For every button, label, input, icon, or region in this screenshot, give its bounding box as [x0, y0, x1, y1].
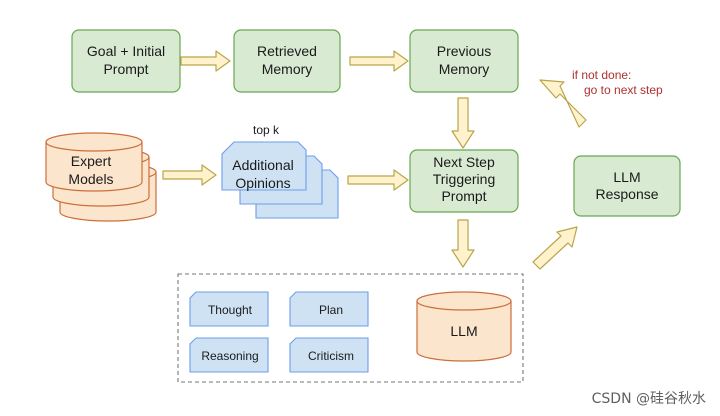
nextstep-label-1: Next Step — [433, 154, 495, 170]
node-previous-memory: Previous Memory — [409, 29, 519, 93]
nextstep-label-2: Triggering — [433, 171, 496, 187]
card-thought-label: Thought — [208, 303, 253, 317]
node-expert-models — [45, 132, 157, 222]
card-criticism-label: Criticism — [308, 349, 354, 363]
goal-label-2: Prompt — [103, 61, 148, 77]
loop-label-2: go to next step — [584, 83, 663, 97]
card-thought — [189, 291, 269, 327]
loop-label-1: if not done: — [572, 68, 631, 82]
previous-label-1: Previous — [437, 43, 491, 59]
arrows — [162, 50, 587, 270]
retrieved-label-2: Memory — [262, 61, 313, 77]
nextstep-label-3: Prompt — [441, 188, 486, 204]
opinion-doc-front — [221, 141, 307, 191]
expert-label-2: Models — [68, 171, 113, 187]
arrow-previous-to-nextstep — [451, 97, 475, 149]
response-label-2: Response — [595, 186, 658, 202]
module-cards — [189, 291, 369, 373]
opinions-label-1: Additional — [232, 157, 294, 173]
node-additional-opinions — [221, 141, 339, 219]
card-reasoning-label: Reasoning — [201, 349, 258, 363]
card-plan — [289, 291, 369, 327]
arrow-opinions-to-nextstep — [347, 169, 409, 191]
node-goal-prompt: Goal + Initial Prompt — [71, 29, 181, 93]
card-plan-label: Plan — [319, 303, 343, 317]
opinions-label-2: Opinions — [235, 175, 290, 191]
llm-module-container — [177, 273, 524, 383]
card-reasoning — [189, 337, 269, 373]
topk-label: top k — [253, 123, 280, 137]
previous-label-2: Memory — [439, 61, 490, 77]
node-next-step-prompt: Next Step Triggering Prompt — [409, 149, 519, 213]
arrow-nextstep-to-module — [451, 219, 475, 268]
node-retrieved-memory: Retrieved Memory — [233, 29, 341, 93]
expert-cylinder-front — [45, 132, 143, 192]
arrow-retrieved-to-previous — [349, 50, 409, 72]
retrieved-label-1: Retrieved — [257, 43, 317, 59]
arrow-goal-to-retrieved — [180, 50, 231, 72]
response-label-1: LLM — [613, 169, 640, 185]
card-criticism — [289, 337, 369, 373]
arrow-response-to-previous — [539, 79, 587, 128]
goal-label-1: Goal + Initial — [87, 43, 165, 59]
llm-cylinder — [416, 291, 512, 362]
expert-label-1: Expert — [71, 153, 112, 169]
llm-label: LLM — [450, 323, 477, 339]
watermark: CSDN @硅谷秋水 — [592, 391, 706, 407]
arrow-module-to-response — [532, 226, 578, 270]
arrow-expert-to-opinions — [162, 164, 217, 186]
node-llm-response: LLM Response — [573, 155, 681, 217]
